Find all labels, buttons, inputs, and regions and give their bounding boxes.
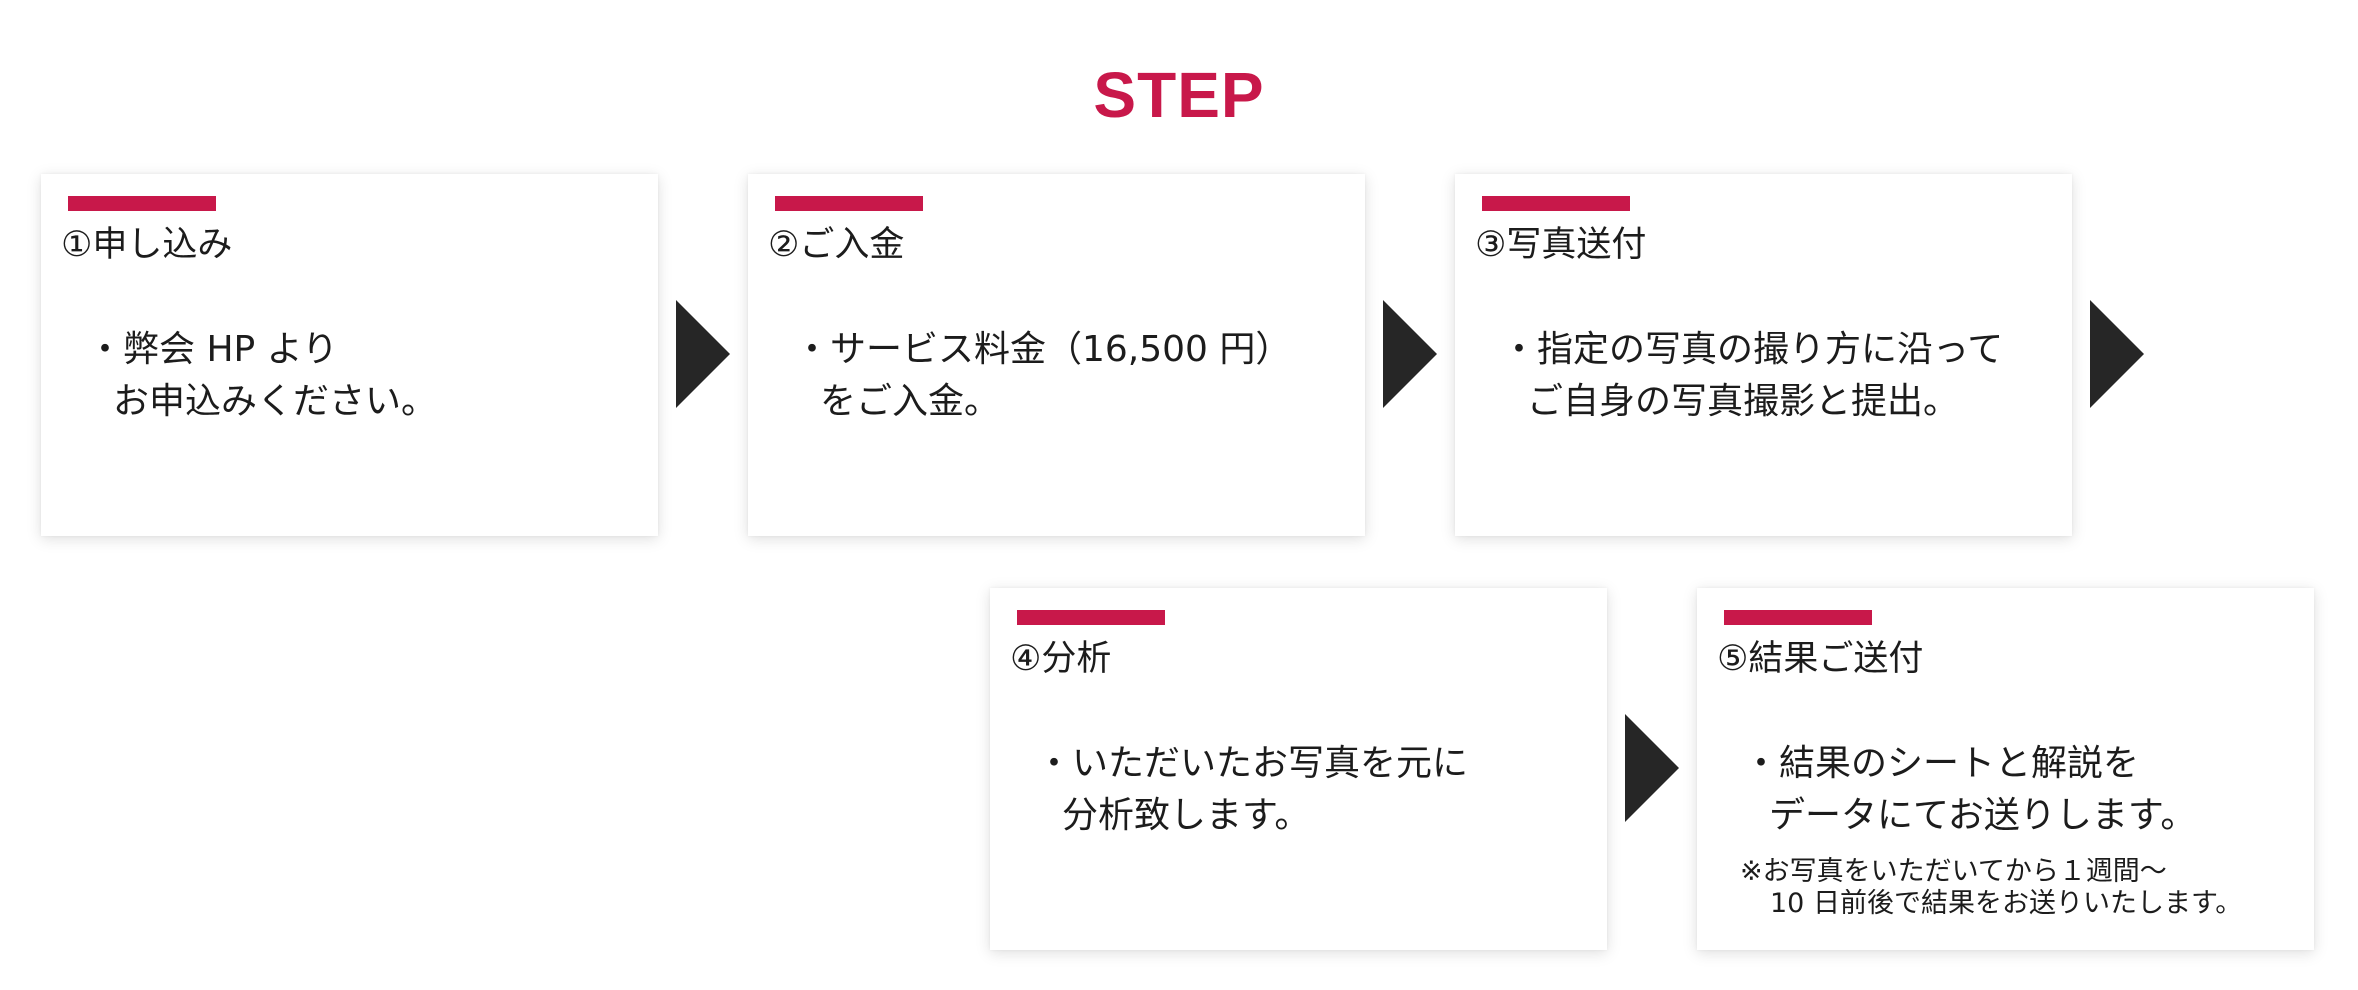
step-title: ①申し込み bbox=[61, 225, 233, 265]
step-description-line: をご入金。 bbox=[820, 381, 1001, 422]
step-card-payment: ②ご入金 ・サービス料金（16,500 円） をご入金。 bbox=[748, 174, 1365, 536]
card-accent-bar bbox=[1724, 610, 1872, 625]
arrow-right-icon bbox=[2090, 300, 2144, 408]
step-description: ・指定の写真の撮り方に沿って ご自身の写真撮影と提出。 bbox=[1501, 324, 2003, 428]
step-title: ④分析 bbox=[1010, 639, 1112, 679]
card-accent-bar bbox=[1482, 196, 1630, 211]
card-accent-bar bbox=[775, 196, 923, 211]
step-card-analysis: ④分析 ・いただいたお写真を元に 分析致します。 bbox=[990, 588, 1607, 950]
step-description: ・結果のシートと解説を データにてお送りします。 bbox=[1743, 738, 2196, 842]
step-description-line: ・サービス料金（16,500 円） bbox=[794, 329, 1292, 370]
arrow-right-icon bbox=[676, 300, 730, 408]
step-description-line: ・いただいたお写真を元に bbox=[1036, 743, 1469, 784]
step-description: ・いただいたお写真を元に 分析致します。 bbox=[1036, 738, 1468, 842]
step-card-application: ①申し込み ・弊会 HP より お申込みください。 bbox=[41, 174, 658, 536]
step-description-line: お申込みください。 bbox=[113, 381, 438, 422]
step-description-line: ご自身の写真撮影と提出。 bbox=[1527, 381, 1960, 422]
step-description-line: ・弊会 HP より bbox=[87, 329, 338, 370]
card-accent-bar bbox=[1017, 610, 1165, 625]
step-description: ・弊会 HP より お申込みください。 bbox=[87, 324, 437, 428]
step-title: ③写真送付 bbox=[1475, 225, 1647, 265]
step-note: ※お写真をいただいてから１週間～ 10 日前後で結果をお送りいたします。 bbox=[1740, 856, 2242, 920]
arrow-right-icon bbox=[1625, 714, 1679, 822]
step-title: ⑤結果ご送付 bbox=[1717, 639, 1924, 679]
step-description: ・サービス料金（16,500 円） をご入金。 bbox=[794, 324, 1291, 428]
card-accent-bar bbox=[68, 196, 216, 211]
step-card-results-delivery: ⑤結果ご送付 ・結果のシートと解説を データにてお送りします。 ※お写真をいただ… bbox=[1697, 588, 2314, 950]
step-note-line: 10 日前後で結果をお送りいたします。 bbox=[1770, 888, 2243, 919]
step-title: ②ご入金 bbox=[768, 225, 905, 265]
step-description-line: 分析致します。 bbox=[1062, 795, 1311, 836]
step-note-line: ※お写真をいただいてから１週間～ bbox=[1740, 856, 2167, 887]
step-description-line: データにてお送りします。 bbox=[1769, 795, 2197, 836]
step-description-line: ・結果のシートと解説を bbox=[1743, 743, 2140, 784]
step-description-line: ・指定の写真の撮り方に沿って bbox=[1501, 329, 2004, 370]
step-card-photo-submission: ③写真送付 ・指定の写真の撮り方に沿って ご自身の写真撮影と提出。 bbox=[1455, 174, 2072, 536]
page-title: STEP bbox=[1093, 59, 1265, 131]
arrow-right-icon bbox=[1383, 300, 1437, 408]
